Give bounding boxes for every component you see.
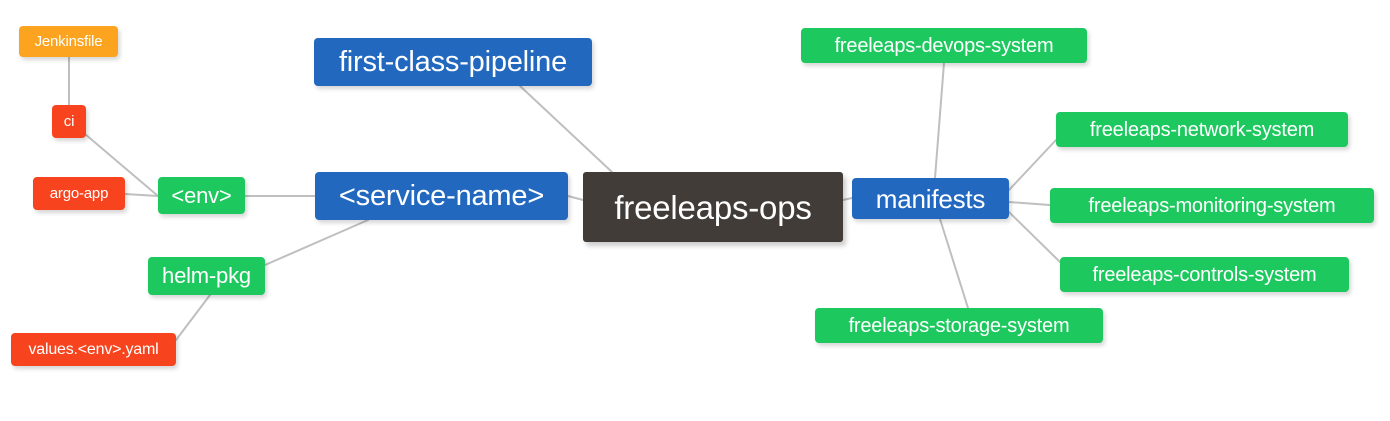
node-freeleaps-storage-system[interactable]: freeleaps-storage-system [815,308,1103,343]
node-helm-pkg[interactable]: helm-pkg [148,257,265,295]
edge-values-env-yaml-to-helm-pkg [175,294,211,341]
node-freeleaps-controls-system[interactable]: freeleaps-controls-system [1060,257,1349,292]
node-service-name[interactable]: <service-name> [315,172,568,220]
edge-argo-app-to-env [124,193,159,197]
edge-first-class-pipeline-to-freeleaps-ops [519,85,613,173]
node-jenkinsfile[interactable]: Jenkinsfile [19,26,118,57]
edge-manifests-to-freeleaps-devops-system [934,62,945,179]
node-env[interactable]: <env> [158,177,245,214]
node-freeleaps-devops-system[interactable]: freeleaps-devops-system [801,28,1087,63]
edge-service-name-to-freeleaps-ops [567,195,584,201]
node-first-class-pipeline[interactable]: first-class-pipeline [314,38,592,86]
edge-manifests-to-freeleaps-storage-system [939,218,969,309]
node-values-env-yaml[interactable]: values.<env>.yaml [11,333,176,366]
node-argo-app[interactable]: argo-app [33,177,125,210]
node-freeleaps-monitoring-system[interactable]: freeleaps-monitoring-system [1050,188,1374,223]
edge-manifests-to-freeleaps-monitoring-system [1008,201,1051,206]
node-freeleaps-network-system[interactable]: freeleaps-network-system [1056,112,1348,147]
edge-helm-pkg-to-service-name [264,219,369,266]
node-freeleaps-ops[interactable]: freeleaps-ops [583,172,843,242]
edge-freeleaps-ops-to-manifests [842,197,853,201]
edge-manifests-to-freeleaps-network-system [1008,139,1057,191]
node-ci[interactable]: ci [52,105,86,138]
node-manifests[interactable]: manifests [852,178,1009,219]
